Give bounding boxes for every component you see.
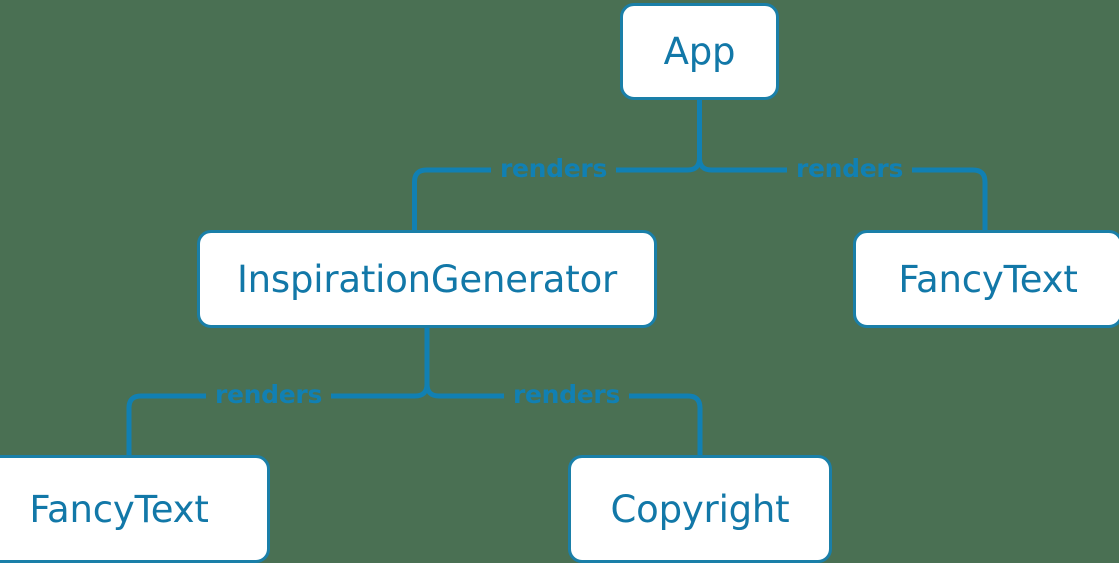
node-copyright[interactable]: Copyright	[568, 455, 832, 563]
edge-label-inspiration-generator-to-fancy-text-bottom: renders	[206, 382, 332, 407]
node-fancy-text-right[interactable]: FancyText	[853, 230, 1119, 328]
edge-label-app-to-fancy-text-right: renders	[787, 156, 913, 181]
edge-label-inspiration-generator-to-copyright: renders	[504, 382, 630, 407]
node-fancy-text-bottom-label: FancyText	[29, 487, 209, 531]
node-app[interactable]: App	[620, 3, 779, 100]
node-fancy-text-bottom[interactable]: FancyText	[0, 455, 270, 563]
node-copyright-label: Copyright	[610, 487, 790, 531]
edge-label-app-to-inspiration-generator: renders	[491, 156, 617, 181]
node-inspiration-generator-label: InspirationGenerator	[236, 257, 618, 301]
node-app-label: App	[663, 30, 736, 73]
node-fancy-text-right-label: FancyText	[898, 257, 1078, 301]
node-inspiration-generator[interactable]: InspirationGenerator	[197, 230, 657, 328]
